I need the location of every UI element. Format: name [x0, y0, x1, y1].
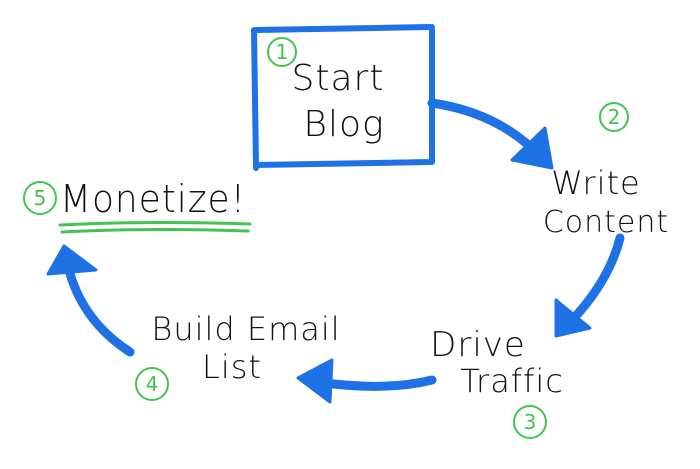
step-2-number: 2 [608, 105, 621, 129]
step-1-start-blog: 1 Start Blog [251, 24, 435, 168]
step-1-label-line2: Blog [303, 104, 384, 145]
step-3-number-circle [513, 405, 547, 439]
start-blog-box [251, 24, 435, 168]
step-5-label: Monetize! [60, 177, 246, 221]
step-2-number-circle [599, 102, 629, 132]
arrow-4-5-shaft [63, 261, 135, 357]
step-5-monetize: 5 Monetize! [23, 177, 252, 234]
step-4-label-line2: List [202, 348, 262, 386]
arrow-2-3-shaft [565, 233, 625, 327]
step-1-label-line1: Start [292, 58, 385, 99]
step-4-label-line1: Build Email [151, 310, 340, 348]
step-3-number: 3 [524, 410, 537, 434]
step-3-label-line1: Drive [430, 325, 526, 365]
step-2-label-line2: Content [543, 205, 669, 240]
arrow-4-5-head [46, 244, 98, 276]
arrow-write-to-drive [554, 233, 625, 338]
arrow-drive-to-build [296, 358, 437, 404]
monetize-underline-1 [58, 221, 252, 227]
step-4-number-circle [135, 367, 169, 401]
step-3-drive-traffic: Drive Traffic 3 [430, 325, 564, 439]
arrow-start-to-write [427, 98, 554, 170]
step-5-number-circle [23, 181, 57, 215]
step-2-write-content: 2 Write Content [543, 102, 669, 240]
arrow-3-4-head [296, 358, 334, 404]
arrow-2-3-head [554, 298, 592, 338]
step-4-build-email-list: Build Email List 4 [135, 310, 340, 401]
step-3-label-line2: Traffic [460, 362, 564, 400]
monetize-underline-2 [60, 228, 250, 234]
step-1-number-circle [267, 37, 297, 67]
step-1-number: 1 [276, 40, 289, 64]
arrow-build-to-monetize [46, 244, 135, 357]
arrow-3-4-shaft [313, 375, 437, 391]
step-5-number: 5 [34, 186, 47, 210]
arrow-1-2-head [510, 126, 554, 170]
step-2-label-line1: Write [551, 164, 640, 202]
step-4-number: 4 [146, 372, 159, 396]
